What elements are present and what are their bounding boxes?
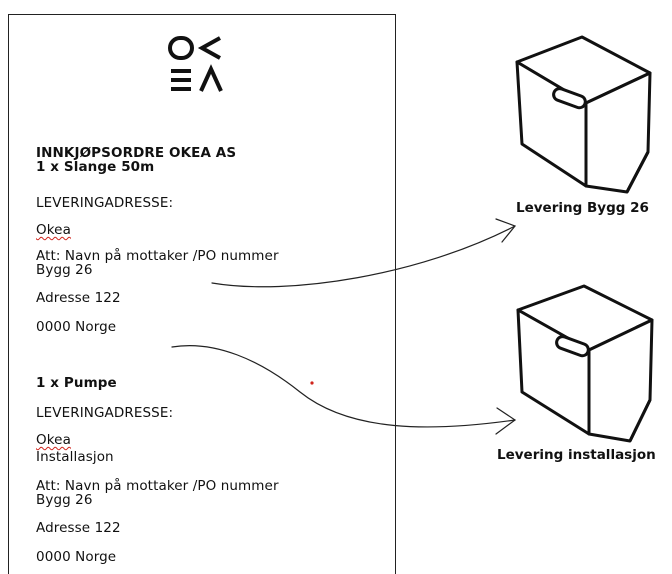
order1-address: Adresse 122 (36, 290, 121, 306)
order2-att-line2: Bygg 26 (36, 492, 93, 508)
order2-postal: 0000 Norge (36, 549, 117, 565)
order1-att-line2: Bygg 26 (36, 262, 93, 278)
order2-location: Installasjon (36, 449, 114, 465)
purchase-order-document: INNKJØPSORDRE OKEA AS 1 x Slange 50m LEV… (8, 14, 396, 574)
order2-att-line1: Att: Navn på mottaker /PO nummer (36, 478, 279, 494)
logo-letter-o (168, 36, 194, 60)
order2-address: Adresse 122 (36, 520, 121, 536)
box-icon-bygg26 (515, 35, 652, 194)
order1-title-line2: 1 x Slange 50m (36, 159, 155, 175)
order1-postal: 0000 Norge (36, 319, 117, 335)
arrowhead-bygg26 (495, 218, 516, 243)
arrow-order1-to-bygg26 (211, 225, 516, 288)
box1-label: Levering Bygg 26 (516, 200, 649, 216)
box2-label: Levering installasjon (497, 447, 656, 463)
order1-att-line1: Att: Navn på mottaker /PO nummer (36, 248, 279, 264)
order1-heading: LEVERINGADRESSE: (36, 195, 174, 211)
order2-company: Okea (36, 432, 71, 448)
order2-title: 1 x Pumpe (36, 375, 117, 391)
logo-letter-a (199, 64, 223, 92)
logo-letter-k (197, 36, 221, 60)
red-dot-marker (310, 381, 314, 385)
order2-heading: LEVERINGADRESSE: (36, 405, 174, 421)
order1-title-line1: INNKJØPSORDRE OKEA AS (36, 145, 237, 161)
order1-company: Okea (36, 222, 71, 238)
arrow-order2-to-installasjon (171, 345, 516, 428)
arrowhead-installasjon (495, 407, 517, 435)
okea-logo (168, 36, 223, 92)
box-icon-installasjon (516, 284, 654, 443)
logo-letter-e (171, 69, 191, 91)
